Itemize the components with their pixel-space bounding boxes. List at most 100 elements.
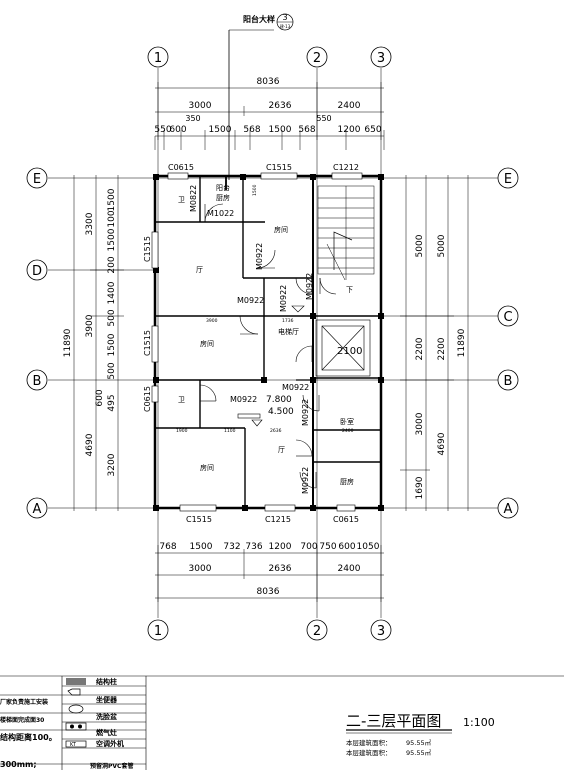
dim-top-row3-6: 568 [298,125,315,135]
room-label: 卫 [178,196,185,204]
dim-top-row3-1: 550 [154,125,171,135]
axis-label-top-3: 3 [377,51,385,66]
dim-bottom-row1-7: 750 [319,542,336,552]
dim-left-mid-1: 3300 [85,212,95,235]
axis-label-right-C: C [503,310,512,325]
axis-label-top-1: 1 [154,51,162,66]
door-label: M0922 [279,285,288,312]
window-label: C0615 [143,386,152,412]
room-label: 房间 [200,339,214,348]
structural-columns [153,174,384,511]
legend-ac-box: KT [70,742,77,748]
legend-item: 空调外机 [96,739,124,748]
door-label: M0922 [282,383,309,392]
dim-top-row3-3: 1500 [209,125,232,135]
axis-label-right-A: A [504,502,513,517]
legend-item: 洗脸盆 [96,712,118,721]
room-label: 下 [346,286,353,294]
window-label: C1215 [265,515,291,524]
window-label: C0615 [168,163,194,172]
dim-right-total: 11890 [457,328,467,357]
dim-left-inner-3: 1500 [107,228,117,251]
axis-label-top-2: 2 [313,51,321,66]
legend-item: 坐便器 [96,695,118,704]
legend-table [0,675,564,770]
dim-bottom-row1-9: 1050 [357,542,380,552]
small-dim: 1500 [252,184,258,196]
axis-bubbles [26,46,519,641]
door-swings [199,203,337,489]
small-dim: 2400 [342,428,354,434]
room-label: 阳台 [216,183,230,192]
balcony-detail-callout: 阳台大样 3 建-13 [228,13,294,180]
door-label: M0922 [230,395,257,404]
small-dim: 2636 [270,428,282,434]
window-label: C1515 [266,163,292,172]
room-label: 厨房 [340,477,354,486]
room-label: 厅 [278,446,285,454]
dim-left-inner-7: 1500 [107,333,117,356]
dim-left-mid-2: 3900 [85,314,95,337]
dim-right-inner-3: 3000 [415,412,425,435]
dimension-lines-side [73,175,469,511]
dim-right-inner-4: 1690 [415,476,425,499]
axis-label-right-B: B [504,374,513,389]
dim-bottom-row2-2: 2636 [269,564,292,574]
dim-top-extra-b: 550 [316,114,331,123]
dim-right-mid-3: 4690 [437,432,447,455]
dim-bottom-row1-1: 768 [159,542,176,552]
dim-left-inner-9: 495 [107,394,117,411]
room-label: 电梯厅 [278,327,299,336]
dim-left-inner-5: 1400 [107,281,117,304]
dim-right-mid-2: 2200 [437,337,447,360]
fixtures [225,176,305,427]
dim-left-inner-11: 3200 [107,453,117,476]
area-value-2: 95.55㎡ [406,748,432,757]
balcony-detail-num: 3 [282,13,287,22]
small-dim: 3900 [206,318,218,324]
dim-left-total: 11890 [63,328,73,357]
window-label: C1515 [186,515,212,524]
legend-note: 楼梯面完成面30 [0,716,44,724]
axis-label-bottom-3: 3 [377,624,385,639]
window-label: C1515 [143,236,152,262]
legend-item: 燃气灶 [95,728,117,737]
balcony-detail-sheet: 建-13 [280,23,291,29]
small-dim: 1100 [224,428,236,434]
dim-bottom-row2-3: 2400 [338,564,361,574]
level-mark-lower: 4.500 [268,407,294,417]
door-label: M0922 [255,243,264,270]
dim-top-row2-1: 3000 [189,101,212,111]
window-label: C1515 [143,330,152,356]
small-dim: 1736 [282,318,294,324]
drawing-scale: 1:100 [463,716,495,729]
area-label-1: 本层建筑面积： [346,738,392,747]
dim-top-row3-2: 600 [169,125,186,135]
dim-right-inner-1: 5000 [415,234,425,257]
door-label: M0922 [237,296,264,305]
dimension-lines-top [154,82,385,602]
dim-left-inner-10: 600 [95,389,105,406]
area-label-2: 本层建筑面积： [346,748,392,757]
elevator-dim: 2100 [337,346,362,357]
axis-label-bottom-2: 2 [313,624,321,639]
window-label: C0615 [333,515,359,524]
dim-left-inner-4: 200 [107,256,117,273]
stair-symbol [317,185,375,281]
door-label: M0922 [305,273,314,300]
legend-item: 结构柱 [95,677,117,686]
dim-right-inner-2: 2200 [415,337,425,360]
dim-top-row3-7: 1200 [338,125,361,135]
legend-swatch-column [66,678,86,685]
balcony-detail-label: 阳台大样 [243,14,275,24]
legend-icon-basin [68,704,84,714]
dim-top-row3-5: 1500 [269,125,292,135]
room-label: 卫 [178,396,185,404]
dim-left-inner-6: 500 [107,309,117,326]
dim-left-inner-2: 100 [107,210,117,227]
dim-left-inner-8: 500 [107,362,117,379]
title-block: 二-三层平面图 1:100 本层建筑面积： 95.55㎡ 本层建筑面积： 95.… [346,712,495,757]
dim-top-row2-2: 2636 [269,101,292,111]
level-mark-upper: 7.800 [266,395,292,405]
